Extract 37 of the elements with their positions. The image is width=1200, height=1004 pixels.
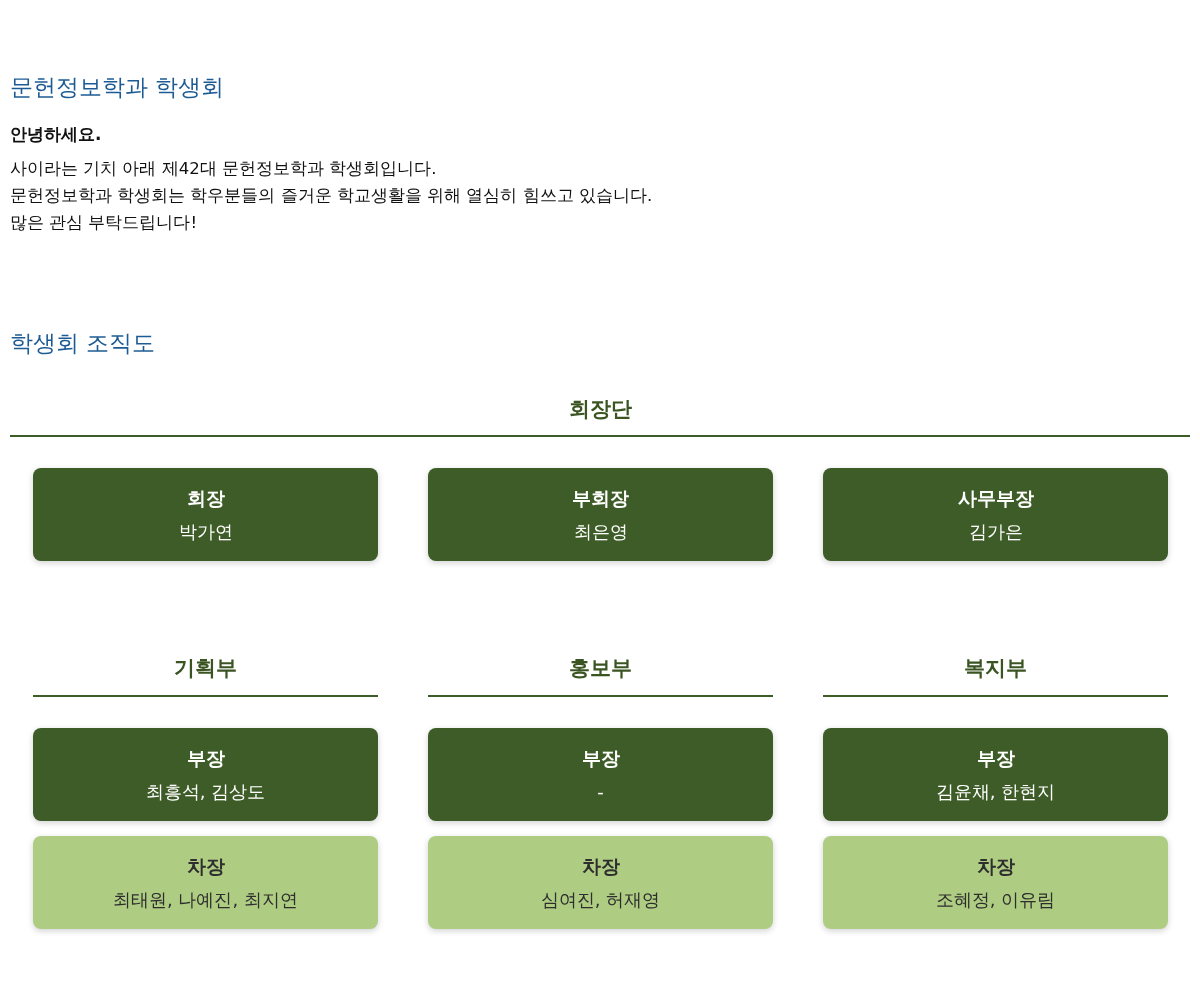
section-heading: 학생회 조직도 xyxy=(10,329,156,358)
group-heading: 기획부 xyxy=(174,655,237,682)
role-card xyxy=(823,468,1168,561)
role-card xyxy=(428,728,773,821)
role-card xyxy=(33,836,378,929)
role-card xyxy=(33,468,378,561)
role-card xyxy=(823,836,1168,929)
page-title: 문헌정보학과 학생회 xyxy=(10,73,225,102)
group-heading: 복지부 xyxy=(964,655,1027,682)
role-card xyxy=(428,836,773,929)
role-title: 차장 xyxy=(186,854,225,879)
role-title: 차장 xyxy=(581,854,620,879)
role-card xyxy=(428,468,773,561)
greeting-text: 안녕하세요. xyxy=(10,123,102,146)
role-title: 부장 xyxy=(581,746,620,771)
role-title: 회장 xyxy=(186,486,225,511)
member-names: 최태원, 나예진, 최지연 xyxy=(113,888,298,912)
member-names: - xyxy=(597,780,604,804)
role-card xyxy=(33,728,378,821)
member-names: 최은영 xyxy=(573,520,628,544)
member-names: 조혜정, 이유림 xyxy=(935,888,1056,912)
group-heading: 홍보부 xyxy=(569,655,632,682)
group-heading: 회장단 xyxy=(568,396,632,423)
role-title: 부회장 xyxy=(572,486,629,511)
role-title: 부장 xyxy=(976,746,1015,771)
intro-text: 많은 관심 부탁드립니다! xyxy=(10,212,198,234)
intro-text: 문헌정보학과 학생회는 학우분들의 즐거운 학교생활을 위해 열심히 힘쓰고 있습니다. xyxy=(10,185,653,207)
member-names: 박가연 xyxy=(178,520,233,544)
role-title: 사무부장 xyxy=(957,486,1034,511)
intro-text: 사이라는 기치 아래 제42대 문헌정보학과 학생회입니다. xyxy=(10,158,437,180)
role-card xyxy=(823,728,1168,821)
member-names: 심여진, 허재영 xyxy=(540,888,661,912)
member-names: 최흥석, 김상도 xyxy=(145,780,266,804)
member-names: 김윤채, 한현지 xyxy=(935,780,1056,804)
member-names: 김가은 xyxy=(968,520,1023,544)
role-title: 부장 xyxy=(186,746,225,771)
role-title: 차장 xyxy=(976,854,1015,879)
